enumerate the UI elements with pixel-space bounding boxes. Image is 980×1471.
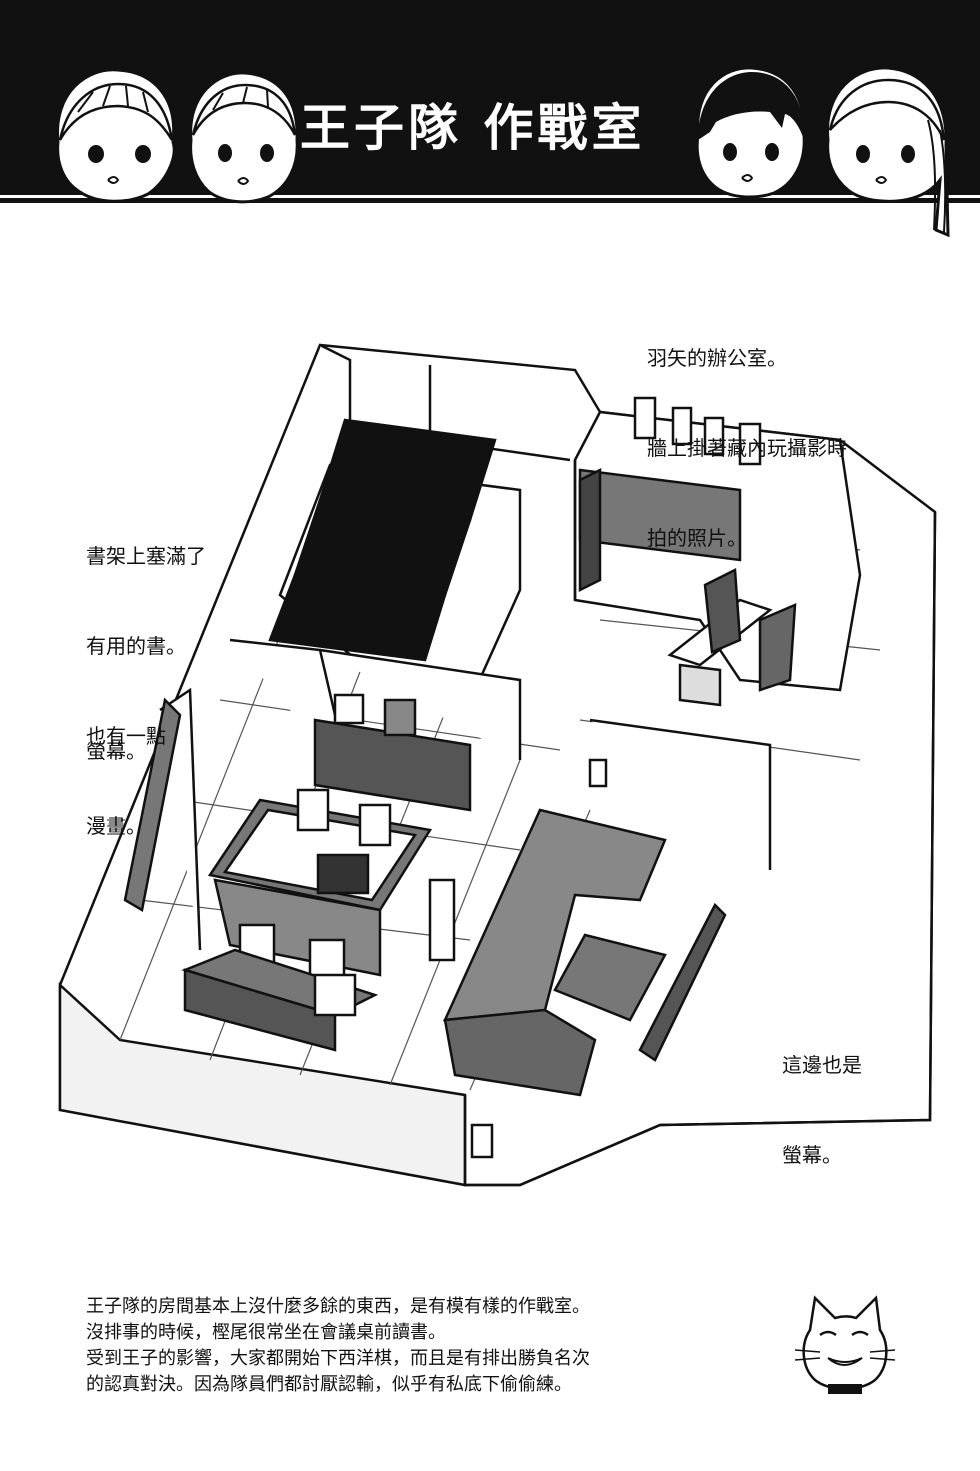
header-rule (0, 198, 980, 203)
page-title: 王子隊 作戰室 (300, 98, 646, 157)
label-office-line-1: 羽矢的辦公室。 (647, 346, 787, 370)
character-face-4 (826, 66, 950, 238)
label-bookshelf-line-3: 也有一點 (86, 724, 166, 748)
footer-line-2: 沒排事的時候，樫尾很常坐在會議桌前讀書。 (86, 1322, 446, 1343)
label-monitor-right-line-2: 螢幕。 (782, 1143, 842, 1167)
footer-description: 王子隊的房間基本上沒什麼多餘的東西，是有模有樣的作戰室。 沒排事的時候，樫尾很常… (86, 1294, 776, 1398)
footer-line-4: 的認真對決。因為隊員們都討厭認輸，似乎有私底下偷偷練。 (86, 1374, 572, 1395)
label-monitor-right: 這邊也是 螢幕。 (782, 990, 862, 1200)
footer-line-1: 王子隊的房間基本上沒什麼多餘的東西，是有模有樣的作戰室。 (86, 1296, 590, 1317)
character-face-1 (56, 68, 176, 203)
label-office: 羽矢的辦公室。 牆上掛著藏內玩攝影時 拍的照片。 (647, 283, 847, 583)
label-office-line-3: 拍的照片。 (647, 526, 747, 550)
label-monitor-left: 螢幕。 (86, 676, 146, 796)
cat-mascot-icon (794, 1295, 896, 1394)
label-bookshelf-line-1: 書架上塞滿了 (86, 544, 206, 568)
label-bookshelf-line-2: 有用的書。 (86, 634, 186, 658)
label-office-line-2: 牆上掛著藏內玩攝影時 (647, 436, 847, 460)
label-monitor-right-line-1: 這邊也是 (782, 1053, 862, 1077)
label-bookshelf-line-4: 漫畫。 (86, 814, 146, 838)
label-bookshelf: 書架上塞滿了 有用的書。 也有一點 漫畫。 (86, 481, 206, 871)
character-face-3 (695, 66, 806, 199)
character-face-2 (189, 71, 299, 204)
footer-line-3: 受到王子的影響，大家都開始下西洋棋，而且是有排出勝負名次 (86, 1348, 590, 1369)
label-monitor-left-line-1: 螢幕。 (86, 739, 146, 763)
